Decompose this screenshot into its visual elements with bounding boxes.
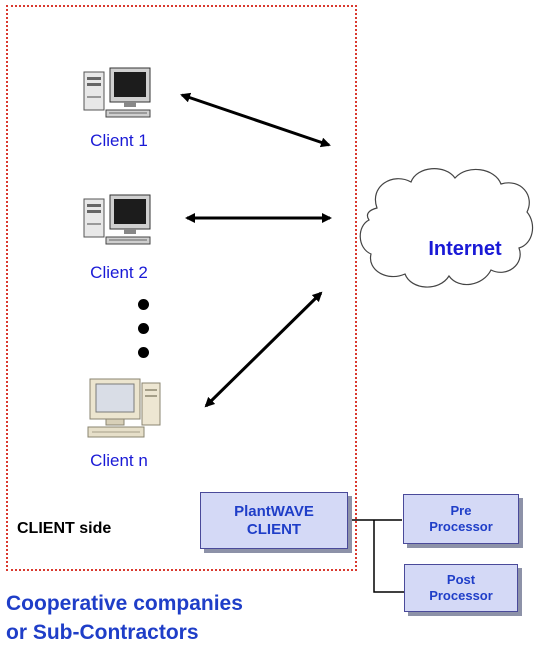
post-processor-line-1: Post — [446, 572, 476, 588]
caption-line-2: or Sub-Contractors — [6, 621, 199, 644]
post-processor-connector — [373, 520, 404, 593]
client-side-label: CLIENT side — [17, 520, 112, 537]
client-n-label: Client n — [90, 451, 148, 470]
client-1-arrow — [180, 92, 331, 148]
post-processor-line-2: Processor — [429, 588, 493, 603]
client-n-arrow — [204, 291, 323, 408]
caption: Cooperative companies or Sub-Contractors — [6, 589, 243, 647]
pre-processor-line-2: Processor — [429, 519, 493, 534]
internet-label: Internet — [428, 238, 502, 260]
ellipsis-dot — [138, 299, 149, 310]
ellipsis-dot — [138, 323, 149, 334]
cloud-icon — [359, 168, 534, 288]
client-side-frame — [6, 5, 357, 571]
plantwave-line-1: PlantWAVE — [234, 502, 314, 520]
plantwave-line-2: CLIENT — [246, 520, 302, 538]
computer-icon — [83, 194, 151, 245]
client-1-label: Client 1 — [90, 131, 148, 150]
post-processor-box: Post Processor — [404, 564, 518, 612]
caption-line-1: Cooperative companies — [6, 592, 243, 615]
pre-processor-box: Pre Processor — [403, 494, 519, 544]
ellipsis-dot — [138, 347, 149, 358]
computer-icon — [87, 378, 161, 438]
computer-icon — [83, 67, 151, 118]
pre-processor-line-1: Pre — [450, 503, 472, 519]
client-2-label: Client 2 — [90, 263, 148, 282]
plantwave-client-box: PlantWAVE CLIENT — [200, 492, 348, 549]
